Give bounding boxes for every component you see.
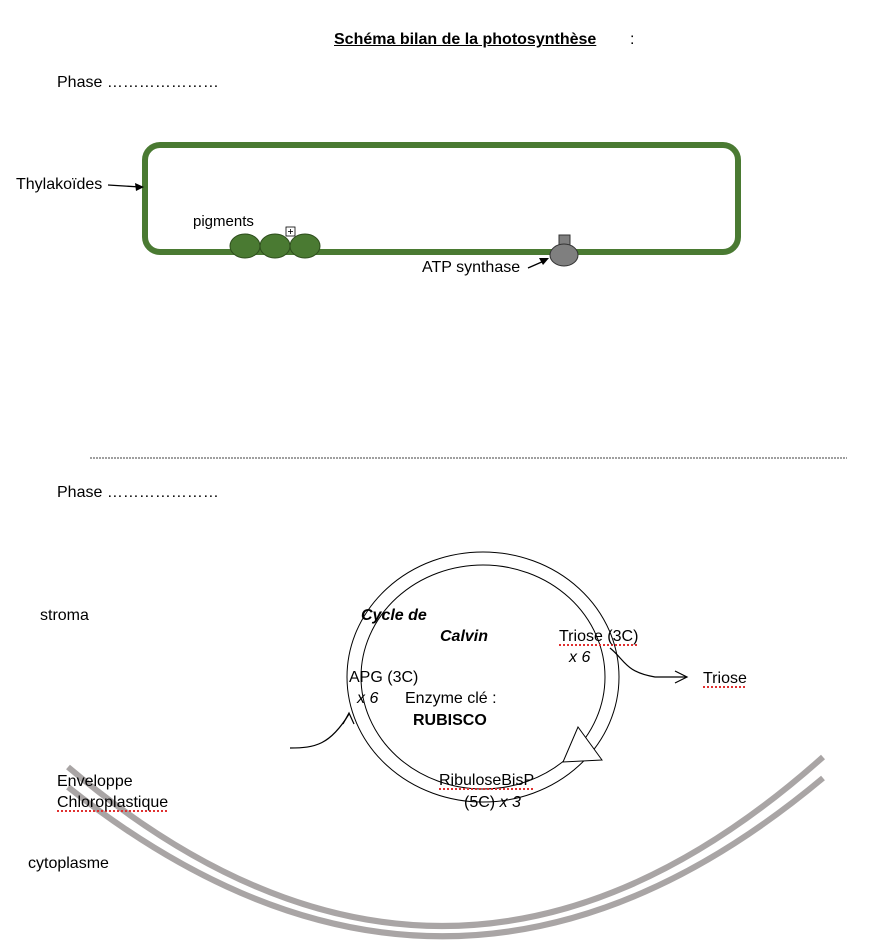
chloroplast-envelope-inner xyxy=(66,775,825,940)
co2-input-arrowhead xyxy=(342,711,355,725)
stroma-label: stroma xyxy=(40,607,89,624)
page-title: Schéma bilan de la photosynthèse xyxy=(334,31,597,48)
phase-1-label: Phase ………………… xyxy=(57,74,219,91)
triose-3c-label: Triose (3C) xyxy=(559,627,638,647)
atp-synthase-icon xyxy=(549,234,579,267)
thylakoid-arrow xyxy=(107,184,141,188)
pigments-label: pigments xyxy=(193,213,254,230)
cytoplasm-label: cytoplasme xyxy=(28,855,109,872)
ribulose-label: RibuloseBisP xyxy=(439,771,534,791)
pigment-2 xyxy=(259,233,291,259)
pigment-3 xyxy=(289,233,321,259)
calvin-cycle-title-line1: Cycle de xyxy=(361,607,427,624)
triose-output-text: Triose xyxy=(703,670,747,687)
calvin-cycle-outer-ring xyxy=(346,551,620,803)
rubisco-label: RUBISCO xyxy=(413,712,487,729)
ribulose-carbon-text: (5C) xyxy=(464,794,496,811)
envelope-label-line2-text: Chloroplastique xyxy=(57,794,169,811)
thylakoid-membrane xyxy=(142,142,741,255)
calvin-cycle-title-line2: Calvin xyxy=(440,628,489,645)
chloroplast-envelope-outer xyxy=(66,754,825,929)
triose-3c-text: Triose (3C) xyxy=(559,628,639,645)
ribulose-multiplier: x 3 xyxy=(499,794,521,811)
atp-synthase-label: ATP synthase xyxy=(422,259,521,276)
ribulose-carbon-label: (5C) x 3 xyxy=(464,793,521,813)
co2-input-arrow xyxy=(289,713,350,749)
calvin-cycle-arrow-icon xyxy=(562,725,603,763)
envelope-label-line2: Chloroplastique xyxy=(57,793,168,813)
atp-synthase-arrowhead xyxy=(539,258,549,265)
atp-synthase-arrow xyxy=(527,260,545,269)
phase-2-label: Phase ………………… xyxy=(57,484,219,501)
triose-output-arrowhead xyxy=(674,670,689,684)
triose-output-arrow xyxy=(609,647,686,678)
plus-box-icon xyxy=(285,226,296,237)
ribulose-text: RibuloseBisP xyxy=(439,772,535,789)
thylakoid-label: Thylakoïdes xyxy=(16,176,103,193)
triose-output-label: Triose xyxy=(703,669,747,689)
apg-multiplier: x 6 xyxy=(357,690,379,707)
page-title-suffix: : xyxy=(630,31,635,48)
calvin-cycle-inner-ring xyxy=(360,564,606,790)
apg-label: APG (3C) xyxy=(349,669,419,686)
enzyme-label: Enzyme clé : xyxy=(405,690,497,707)
pigment-1 xyxy=(229,233,261,259)
pigments-group xyxy=(229,233,321,259)
thylakoid-arrowhead xyxy=(135,183,144,191)
triose-multiplier: x 6 xyxy=(569,649,591,666)
envelope-label-line1: Enveloppe xyxy=(57,773,133,790)
